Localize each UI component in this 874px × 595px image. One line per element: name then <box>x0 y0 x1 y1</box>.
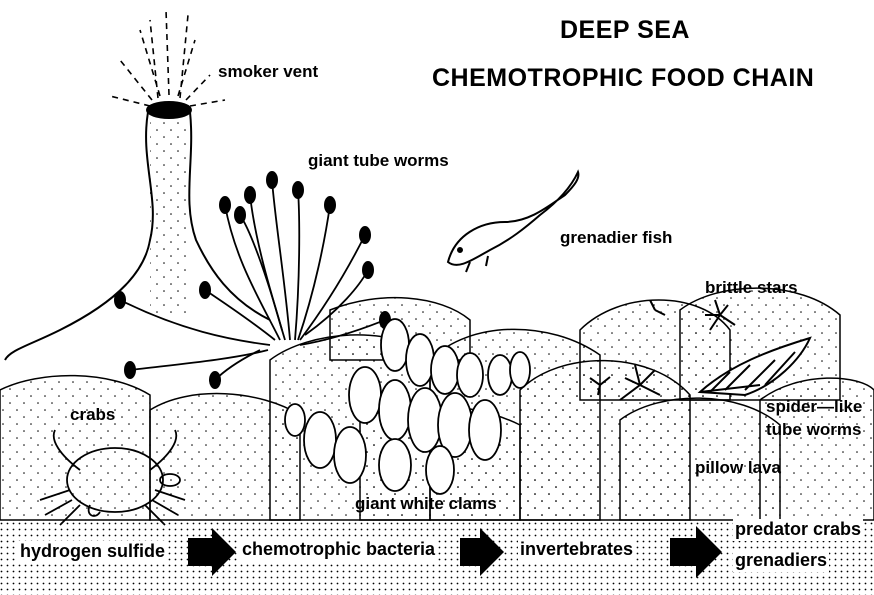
label-crabs: crabs <box>70 405 115 425</box>
chain-step-invertebrates: invertebrates <box>518 539 635 561</box>
title-line-2: CHEMOTROPHIC FOOD CHAIN <box>432 64 814 93</box>
label-giant-white-clams: giant white clams <box>355 494 497 514</box>
chain-step-grenadiers: grenadiers <box>733 550 829 572</box>
grenadier-fish-drawing <box>448 172 578 272</box>
chain-step-chemotrophic-bacteria: chemotrophic bacteria <box>240 539 437 561</box>
label-giant-tube-worms: giant tube worms <box>308 151 449 171</box>
label-pillow-lava: pillow lava <box>695 458 781 478</box>
label-smoker-vent: smoker vent <box>218 62 318 82</box>
title-line-1: DEEP SEA <box>560 16 690 45</box>
chain-step-predator-crabs: predator crabs <box>733 519 863 541</box>
label-brittle-stars: brittle stars <box>705 278 798 298</box>
label-spider-like: spider—like <box>766 397 862 417</box>
label-tube-worms: tube worms <box>766 420 861 440</box>
chain-step-hydrogen-sulfide: hydrogen sulfide <box>18 541 167 563</box>
label-grenadier-fish: grenadier fish <box>560 228 672 248</box>
